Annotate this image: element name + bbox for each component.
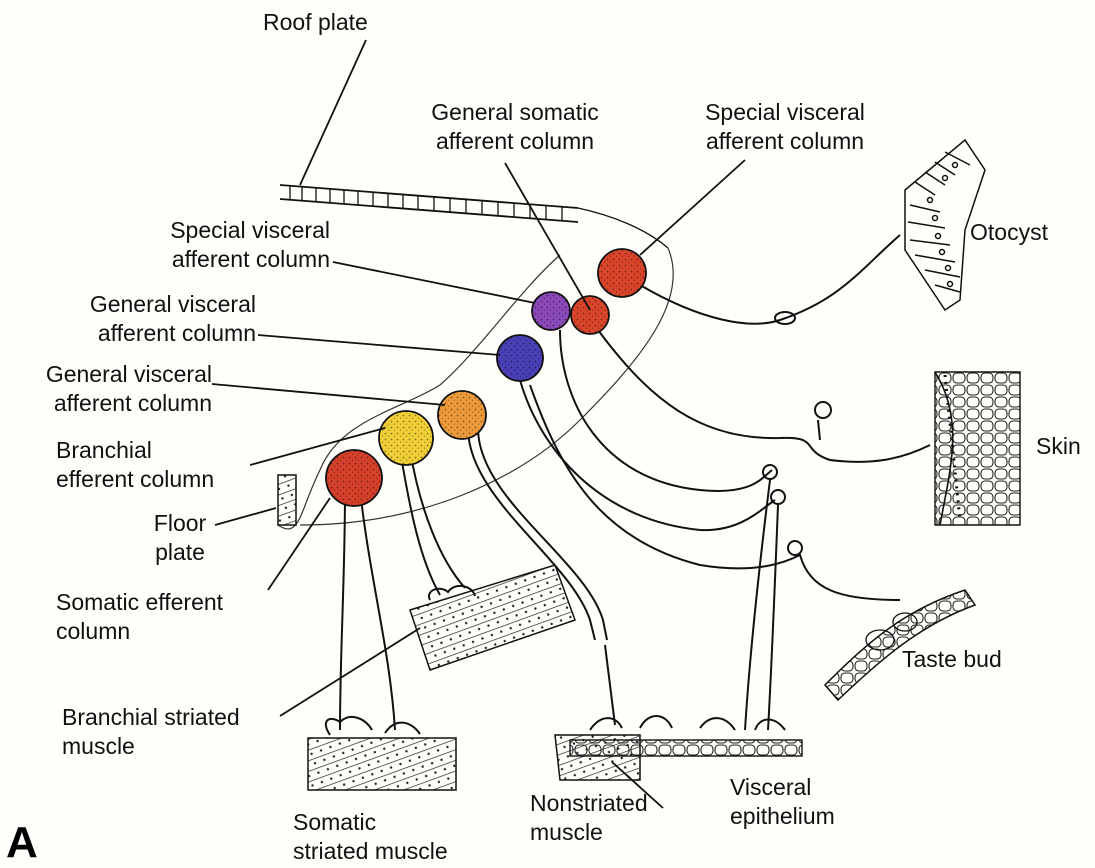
label-general-visceral-afferent-2: General visceral afferent column	[0, 360, 212, 418]
label-line: Special visceral	[675, 98, 895, 127]
label-line: efferent column	[56, 465, 214, 494]
label-line: Somatic	[293, 808, 448, 837]
label-line: Somatic efferent	[56, 588, 223, 617]
label-somatic-efferent: Somatic efferent column	[56, 588, 223, 646]
label-line: General somatic	[405, 98, 625, 127]
label-nonstriated-muscle: Nonstriated muscle	[530, 789, 648, 847]
label-line: column	[56, 617, 223, 646]
label-line: striated muscle	[293, 837, 448, 866]
label-somatic-striated-muscle: Somatic striated muscle	[293, 808, 448, 866]
label-line: Branchial	[56, 436, 214, 465]
roof-plate	[280, 185, 668, 248]
label-general-visceral-afferent-1: General visceral afferent column	[36, 290, 256, 348]
label-line: Visceral	[730, 773, 835, 802]
label-line: Special visceral	[110, 216, 330, 245]
label-line: General visceral	[0, 360, 212, 389]
label-branchial-striated-muscle: Branchial striated muscle	[62, 703, 240, 761]
label-special-visceral-afferent-top: Special visceral afferent column	[675, 98, 895, 156]
label-line: afferent column	[675, 127, 895, 156]
label-line: General visceral	[36, 290, 256, 319]
cell-bodies	[326, 249, 646, 506]
branchial-striated-muscle	[410, 565, 575, 670]
panel-letter: A	[6, 818, 38, 868]
somatic-striated-muscle	[308, 738, 456, 790]
floor-plate	[278, 475, 296, 525]
skin-tissue	[935, 372, 1020, 525]
label-line: muscle	[62, 732, 240, 761]
label-line: Nonstriated	[530, 789, 648, 818]
label-special-visceral-afferent-left: Special visceral afferent column	[110, 216, 330, 274]
label-line: afferent column	[405, 127, 625, 156]
label-line: afferent column	[0, 389, 212, 418]
label-roof-plate: Roof plate	[263, 8, 368, 37]
label-general-somatic-afferent: General somatic afferent column	[405, 98, 625, 156]
label-taste-bud: Taste bud	[902, 645, 1002, 674]
label-line: muscle	[530, 818, 648, 847]
label-line: plate	[130, 538, 230, 567]
label-branchial-efferent: Branchial efferent column	[56, 436, 214, 494]
label-skin: Skin	[1036, 432, 1081, 461]
label-otocyst: Otocyst	[970, 218, 1048, 247]
label-line: afferent column	[36, 319, 256, 348]
nerve-fibers	[326, 235, 930, 735]
label-floor-plate: Floor plate	[130, 509, 230, 567]
label-line: afferent column	[110, 245, 330, 274]
visceral-epithelium	[570, 740, 802, 756]
label-visceral-epithelium: Visceral epithelium	[730, 773, 835, 831]
label-line: Floor	[130, 509, 230, 538]
label-line: Branchial striated	[62, 703, 240, 732]
label-line: epithelium	[730, 802, 835, 831]
